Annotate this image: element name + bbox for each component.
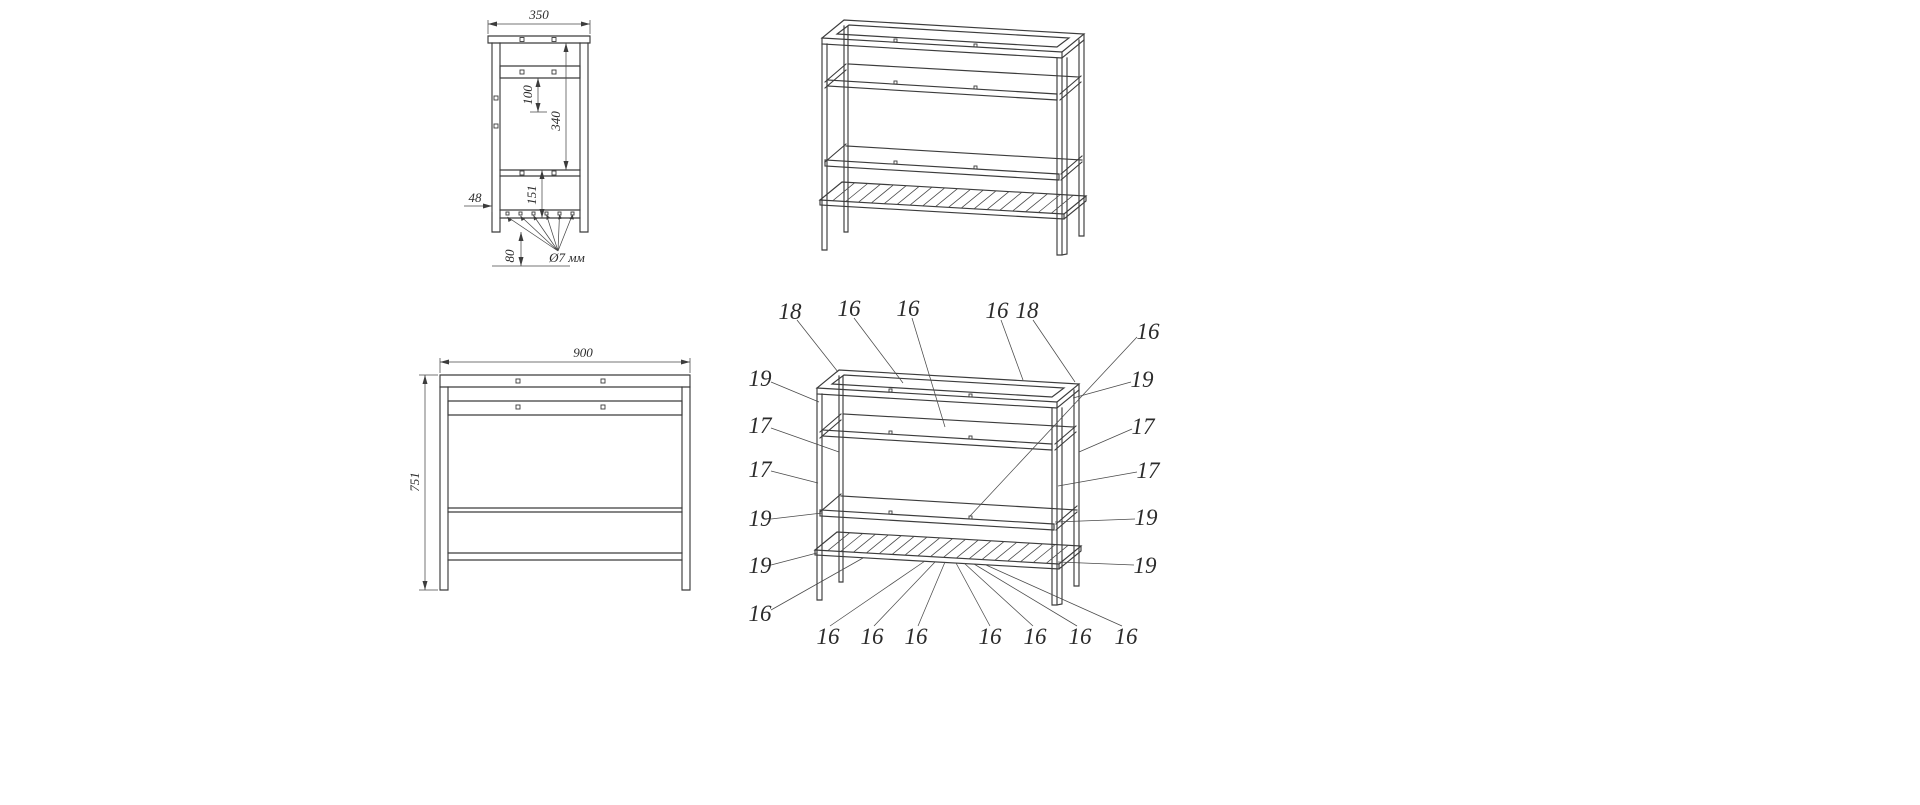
screw-hole-marks [888,388,973,520]
dim-48: 48 [469,190,483,205]
front-view-drawing: 900 751 [407,345,691,591]
dim-100: 100 [520,85,535,105]
callout-label: 16 [897,296,921,321]
callout-label: 16 [1115,624,1139,649]
front-view-outline [439,374,691,591]
callout-label: 16 [986,298,1010,323]
dim-900: 900 [573,345,593,360]
dim-350: 350 [528,7,549,22]
dim-80: 80 [502,249,517,263]
callout-labels: 18 16 16 16 18 16 19 17 17 19 19 19 17 1… [749,296,1162,649]
callout-label: 16 [979,624,1003,649]
callout-label: 19 [749,366,773,391]
callout-label: 17 [749,457,774,482]
side-view-outline [487,35,591,233]
dim-751: 751 [407,472,422,492]
callout-label: 16 [838,296,862,321]
callout-label: 18 [779,299,803,324]
callout-label: 16 [1137,319,1161,344]
callout-label: 17 [1132,414,1157,439]
callout-label: 18 [1016,298,1040,323]
dim-340: 340 [548,111,563,132]
isometric-view-drawing [818,19,1088,256]
callout-label: 19 [1135,505,1159,530]
callout-label: 16 [1024,624,1048,649]
isometric-table [818,19,1088,256]
callout-label: 19 [1131,367,1155,392]
front-view-dimension-lines [419,358,691,591]
callout-label: 16 [817,624,841,649]
callout-label: 19 [1134,553,1158,578]
hole-diameter-label: Ø7 мм [548,250,585,265]
side-view-drawing: 350 100 340 151 48 80 Ø7 мм [464,7,591,267]
callout-label: 17 [749,413,774,438]
screw-hole-marks [515,378,606,410]
dim-151: 151 [524,185,539,205]
callout-label: 16 [905,624,929,649]
callout-label: 19 [749,553,773,578]
screw-hole-marks [493,37,575,216]
callout-isometric-view: 18 16 16 16 18 16 19 17 17 19 19 19 17 1… [749,296,1162,649]
callout-label: 17 [1137,458,1162,483]
callout-leader-lines [770,317,1138,627]
screw-hole-marks [893,38,978,170]
callout-label: 16 [861,624,885,649]
isometric-table [813,369,1083,606]
callout-label: 19 [749,506,773,531]
callout-label: 16 [749,601,773,626]
side-view-dimension-lines [464,20,591,267]
callout-label: 16 [1069,624,1093,649]
